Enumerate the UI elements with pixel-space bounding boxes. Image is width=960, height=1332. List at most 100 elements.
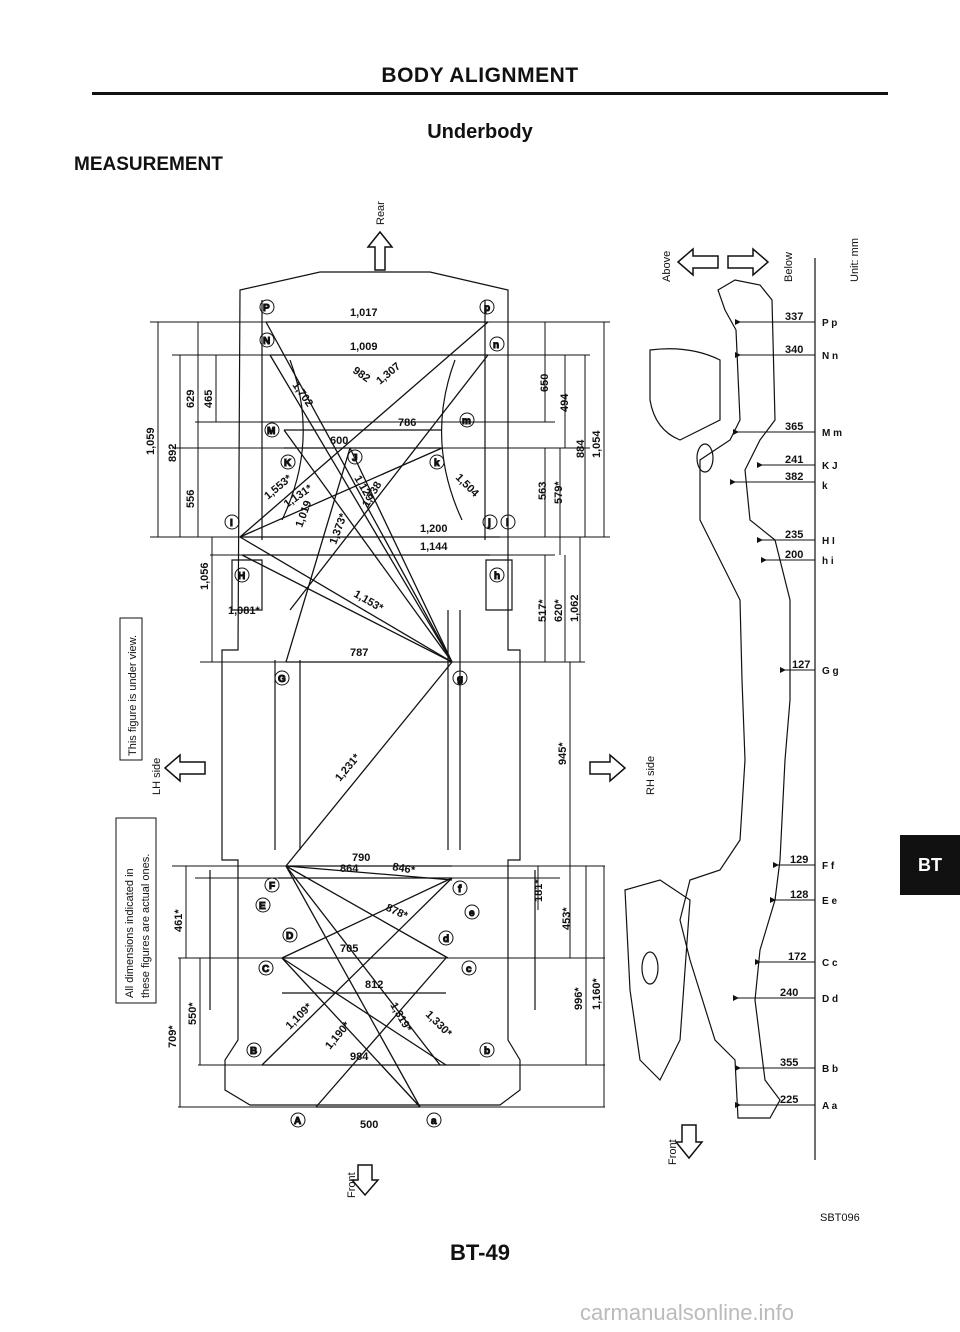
- front-label-under: Front: [346, 1172, 358, 1198]
- svg-text:I: I: [230, 518, 233, 529]
- svg-text:M: M: [267, 426, 275, 437]
- svg-text:1,017: 1,017: [350, 307, 378, 319]
- reference-points: P p N n M m K J k j I i H h G g F f E e …: [224, 299, 516, 1128]
- svg-text:F f: F f: [822, 861, 835, 872]
- svg-text:c: c: [466, 964, 472, 975]
- svg-text:1,200: 1,200: [420, 523, 448, 535]
- svg-text:1,059: 1,059: [145, 427, 157, 455]
- svg-text:B: B: [250, 1046, 257, 1057]
- svg-text:1,062: 1,062: [569, 594, 581, 622]
- svg-text:787: 787: [350, 647, 368, 659]
- svg-text:N n: N n: [822, 351, 838, 362]
- svg-text:517*: 517*: [537, 599, 549, 622]
- svg-text:1,054: 1,054: [591, 430, 603, 458]
- svg-text:d: d: [443, 934, 449, 945]
- svg-text:382: 382: [785, 471, 803, 483]
- svg-text:n: n: [493, 340, 499, 351]
- svg-text:620*: 620*: [553, 599, 565, 622]
- svg-text:H: H: [238, 571, 245, 582]
- svg-text:K: K: [284, 458, 292, 469]
- side-view-dimensions: [730, 319, 815, 1108]
- below-arrow: [727, 247, 770, 277]
- figure-code: SBT096: [820, 1212, 860, 1224]
- svg-text:1,160*: 1,160*: [591, 977, 603, 1010]
- svg-text:550*: 550*: [187, 1002, 199, 1025]
- front-arrow-side: [674, 1124, 704, 1160]
- svg-text:892: 892: [167, 444, 179, 462]
- svg-text:j: j: [487, 518, 491, 529]
- section-heading: MEASUREMENT: [74, 154, 223, 175]
- svg-text:1,009: 1,009: [350, 341, 378, 353]
- svg-text:1,153*: 1,153*: [352, 588, 386, 615]
- svg-text:556: 556: [185, 490, 197, 508]
- svg-text:884: 884: [575, 439, 587, 458]
- svg-text:1,504: 1,504: [453, 472, 482, 501]
- rear-label: Rear: [375, 201, 387, 225]
- svg-text:m: m: [462, 416, 471, 427]
- svg-text:A: A: [294, 1116, 301, 1127]
- rh-arrow: [589, 753, 627, 783]
- page-number: BT-49: [450, 1240, 510, 1265]
- svg-text:A a: A a: [822, 1101, 838, 1112]
- svg-text:790: 790: [352, 852, 370, 864]
- svg-text:G g: G g: [822, 666, 839, 677]
- front-label-side: Front: [667, 1139, 679, 1165]
- below-label: Below: [783, 252, 795, 282]
- svg-text:f: f: [458, 884, 462, 895]
- svg-text:a: a: [431, 1116, 437, 1127]
- page-title: BODY ALIGNMENT: [381, 64, 579, 87]
- svg-text:1,056: 1,056: [199, 562, 211, 590]
- svg-text:365: 365: [785, 421, 803, 433]
- svg-text:h i: h i: [822, 556, 834, 567]
- svg-text:846*: 846*: [391, 861, 416, 877]
- svg-text:453*: 453*: [561, 907, 573, 930]
- svg-text:C c: C c: [822, 958, 838, 969]
- svg-text:129: 129: [790, 854, 808, 866]
- svg-text:461*: 461*: [173, 909, 185, 932]
- svg-text:B b: B b: [822, 1064, 838, 1075]
- unit-label: Unit: mm: [849, 238, 861, 282]
- svg-text:E: E: [259, 901, 266, 912]
- above-arrow: [676, 247, 719, 277]
- svg-text:F: F: [269, 881, 275, 892]
- lh-side-label: LH side: [151, 758, 163, 795]
- svg-text:705: 705: [340, 943, 358, 955]
- svg-text:This figure is under view.: This figure is under view.: [127, 635, 139, 756]
- svg-text:E e: E e: [822, 896, 837, 907]
- svg-text:1,231*: 1,231*: [333, 751, 363, 784]
- svg-text:579*: 579*: [553, 481, 565, 504]
- svg-text:1,190*: 1,190*: [323, 1019, 353, 1052]
- rh-side-label: RH side: [645, 756, 657, 795]
- svg-text:563: 563: [537, 482, 549, 500]
- svg-text:J: J: [352, 453, 358, 464]
- section-tab: BT: [900, 835, 960, 895]
- watermark: carmanualsonline.info: [580, 1300, 795, 1325]
- svg-text:629: 629: [185, 390, 197, 408]
- svg-text:M m: M m: [822, 428, 842, 439]
- svg-text:650: 650: [539, 374, 551, 392]
- svg-text:i: i: [506, 518, 509, 529]
- svg-text:All dimensions indicated in: All dimensions indicated in: [124, 868, 136, 998]
- svg-text:200: 200: [785, 549, 803, 561]
- svg-text:g: g: [457, 674, 463, 685]
- svg-text:127: 127: [792, 659, 810, 671]
- svg-text:1,373*: 1,373*: [328, 511, 350, 546]
- svg-text:984: 984: [350, 1051, 369, 1063]
- svg-text:k: k: [822, 481, 828, 492]
- svg-text:128: 128: [790, 889, 808, 901]
- svg-text:709*: 709*: [167, 1025, 179, 1048]
- svg-text:786: 786: [398, 417, 416, 429]
- svg-text:C: C: [262, 964, 269, 975]
- svg-text:240: 240: [780, 987, 798, 999]
- front-arrow-under: [350, 1164, 380, 1197]
- svg-text:1,144: 1,144: [420, 541, 448, 553]
- svg-text:878*: 878*: [384, 902, 410, 923]
- svg-text:h: h: [494, 571, 500, 582]
- note-actual-dims: All dimensions indicated in these figure…: [115, 817, 157, 1004]
- svg-text:b: b: [484, 1046, 490, 1057]
- note-under-view: This figure is under view.: [119, 617, 143, 761]
- above-label: Above: [661, 251, 673, 282]
- svg-text:945*: 945*: [557, 742, 569, 765]
- svg-text:181*: 181*: [533, 879, 545, 902]
